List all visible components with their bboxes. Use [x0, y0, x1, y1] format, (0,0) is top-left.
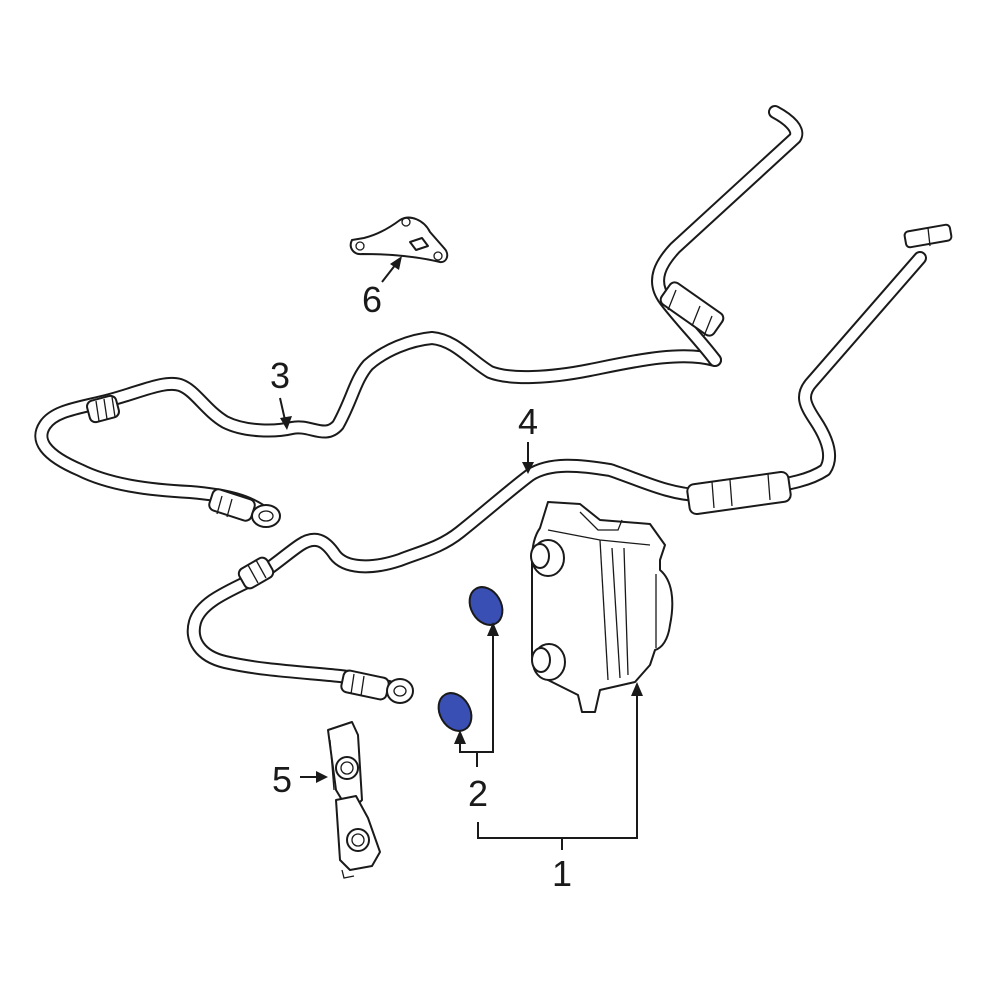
callout-3: 3	[270, 355, 290, 396]
seal-part-2-lower[interactable]	[432, 687, 478, 737]
hose-line-part-3[interactable]	[34, 105, 804, 528]
callout-2: 2	[468, 773, 488, 814]
callout-4: 4	[518, 401, 538, 442]
oil-cooler-part-1[interactable]	[530, 501, 674, 713]
callout-1: 1	[552, 853, 572, 894]
hose-line-part-4[interactable]	[186, 223, 953, 704]
clip-bracket-part-5[interactable]	[327, 721, 381, 879]
seal-part-2-upper[interactable]	[463, 581, 509, 631]
leader-lines	[279, 256, 643, 850]
callout-6: 6	[362, 279, 382, 320]
callout-5: 5	[272, 759, 292, 800]
bracket-part-6[interactable]	[349, 216, 449, 264]
